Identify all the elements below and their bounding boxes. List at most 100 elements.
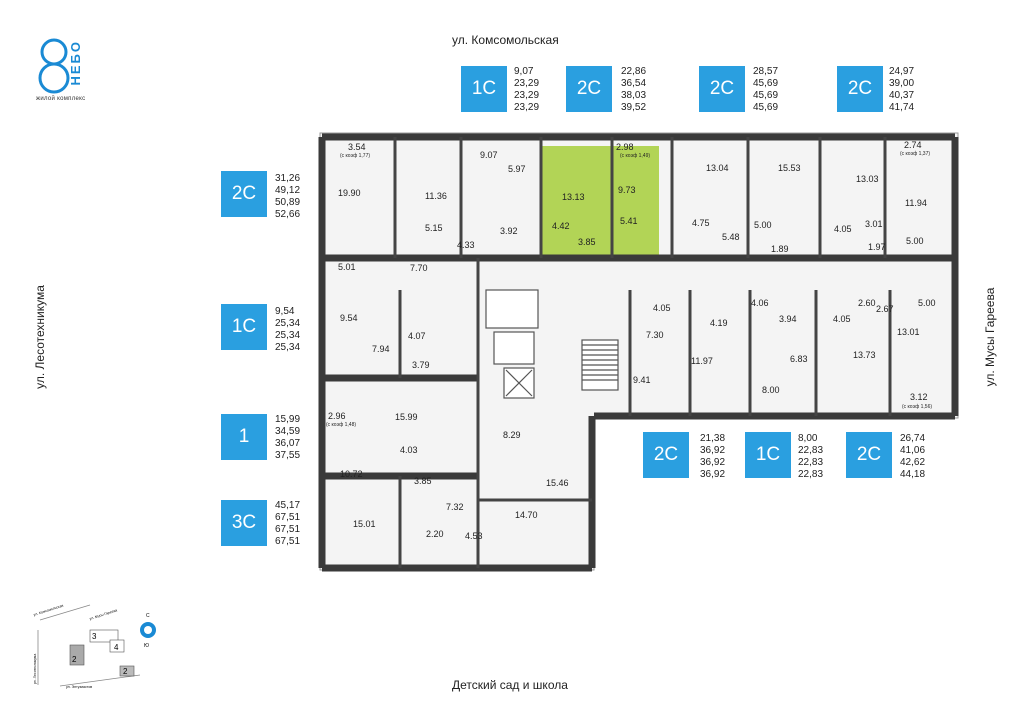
svg-text:4.42: 4.42 xyxy=(552,221,570,231)
svg-text:4.53: 4.53 xyxy=(465,531,483,541)
svg-text:13.04: 13.04 xyxy=(706,163,729,173)
svg-text:1.97: 1.97 xyxy=(868,242,886,252)
apartment-badge[interactable]: 2С xyxy=(566,66,612,112)
apartment-badge[interactable]: 2С xyxy=(846,432,892,478)
apartment-badge[interactable]: 2С xyxy=(837,66,883,112)
svg-text:3.85: 3.85 xyxy=(578,237,596,247)
svg-text:ул. Лесотехникума: ул. Лесотехникума xyxy=(33,654,37,684)
apartment-badge[interactable]: 1С xyxy=(461,66,507,112)
svg-text:14.70: 14.70 xyxy=(515,510,538,520)
svg-text:10.72: 10.72 xyxy=(340,469,363,479)
svg-text:3.85: 3.85 xyxy=(414,476,432,486)
highlighted-apartment[interactable] xyxy=(541,146,659,258)
svg-text:4.05: 4.05 xyxy=(834,224,852,234)
street-top: ул. Комсомольская xyxy=(452,33,559,47)
svg-text:5.97: 5.97 xyxy=(508,164,526,174)
svg-text:ул. Энтузиастов: ул. Энтузиастов xyxy=(66,685,92,689)
svg-text:ул. Мусы Гареева: ул. Мусы Гареева xyxy=(89,608,118,621)
svg-text:5.48: 5.48 xyxy=(722,232,740,242)
svg-text:15.46: 15.46 xyxy=(546,478,569,488)
walls xyxy=(318,133,959,572)
svg-text:ул. Комсомольская: ул. Комсомольская xyxy=(33,603,64,616)
svg-text:11.36: 11.36 xyxy=(425,191,447,201)
svg-text:5.00: 5.00 xyxy=(918,298,936,308)
apartment-badge[interactable]: 1С xyxy=(221,304,267,350)
svg-text:19.90: 19.90 xyxy=(338,188,361,198)
apartment-badge[interactable]: 2С xyxy=(643,432,689,478)
svg-text:4.03: 4.03 xyxy=(400,445,418,455)
svg-text:7.32: 7.32 xyxy=(446,502,464,512)
svg-text:5.00: 5.00 xyxy=(906,236,924,246)
svg-text:2.74: 2.74 xyxy=(904,140,922,150)
svg-text:2: 2 xyxy=(123,667,128,676)
svg-text:2.67: 2.67 xyxy=(876,304,894,314)
svg-text:3.92: 3.92 xyxy=(500,226,518,236)
apartment-badge[interactable]: 2С xyxy=(699,66,745,112)
svg-text:2.20: 2.20 xyxy=(426,529,444,539)
svg-text:2.60: 2.60 xyxy=(858,298,876,308)
svg-text:4.75: 4.75 xyxy=(692,218,710,228)
svg-text:9.54: 9.54 xyxy=(340,313,358,323)
site-minimap: 3 4 2 2 ул. Комсомольская ул. Мусы Гарее… xyxy=(33,603,156,689)
street-bottom: Детский сад и школа xyxy=(452,678,568,692)
svg-text:(с коэф 1,77): (с коэф 1,77) xyxy=(340,153,370,159)
svg-text:(с коэф 1,37): (с коэф 1,37) xyxy=(900,151,930,157)
svg-text:4.19: 4.19 xyxy=(710,318,728,328)
svg-text:8.00: 8.00 xyxy=(762,385,780,395)
svg-text:2.98: 2.98 xyxy=(616,142,634,152)
svg-text:4.06: 4.06 xyxy=(751,298,769,308)
svg-text:15.53: 15.53 xyxy=(778,163,801,173)
svg-text:4.05: 4.05 xyxy=(653,303,671,313)
svg-text:5.15: 5.15 xyxy=(425,223,443,233)
svg-text:(с коэф 1,56): (с коэф 1,56) xyxy=(902,404,932,410)
svg-text:(с коэф 1,48): (с коэф 1,48) xyxy=(326,422,356,428)
svg-text:9.07: 9.07 xyxy=(480,150,498,160)
svg-text:3.79: 3.79 xyxy=(412,360,430,370)
svg-text:6.83: 6.83 xyxy=(790,354,808,364)
svg-text:15.01: 15.01 xyxy=(353,519,376,529)
svg-text:4: 4 xyxy=(114,643,119,652)
svg-text:5.41: 5.41 xyxy=(620,216,638,226)
svg-text:2.96: 2.96 xyxy=(328,411,346,421)
core xyxy=(485,289,619,399)
svg-text:8.29: 8.29 xyxy=(503,430,521,440)
apartment-badge[interactable]: 1С xyxy=(745,432,791,478)
svg-text:1.89: 1.89 xyxy=(771,244,789,254)
svg-text:3.94: 3.94 xyxy=(779,314,797,324)
svg-text:13.03: 13.03 xyxy=(856,174,879,184)
svg-text:9.41: 9.41 xyxy=(633,375,651,385)
svg-text:5.00: 5.00 xyxy=(754,220,772,230)
svg-text:3.12: 3.12 xyxy=(910,392,928,402)
apartment-badge[interactable]: 1 xyxy=(221,414,267,460)
svg-text:7.30: 7.30 xyxy=(646,330,664,340)
svg-text:3.01: 3.01 xyxy=(865,219,883,229)
svg-text:4.33: 4.33 xyxy=(457,240,475,250)
svg-text:13.73: 13.73 xyxy=(853,350,876,360)
svg-text:9.73: 9.73 xyxy=(618,185,636,195)
svg-text:(с коэф 1,49): (с коэф 1,49) xyxy=(620,153,650,159)
svg-text:7.70: 7.70 xyxy=(410,263,428,273)
apartment-badge[interactable]: 3С xyxy=(221,500,267,546)
apartment-badge[interactable]: 2С xyxy=(221,171,267,217)
svg-text:11.94: 11.94 xyxy=(905,198,927,208)
inner-walls xyxy=(393,137,892,568)
svg-text:13.13: 13.13 xyxy=(562,192,585,202)
svg-text:3: 3 xyxy=(92,632,97,641)
svg-text:С: С xyxy=(146,613,150,619)
svg-text:5.01: 5.01 xyxy=(338,262,356,272)
svg-text:3.54: 3.54 xyxy=(348,142,366,152)
svg-text:2: 2 xyxy=(72,655,77,664)
room-labels: 3.54 (с коэф 1,77) 19.90 11.36 9.07 5.97… xyxy=(326,140,936,541)
